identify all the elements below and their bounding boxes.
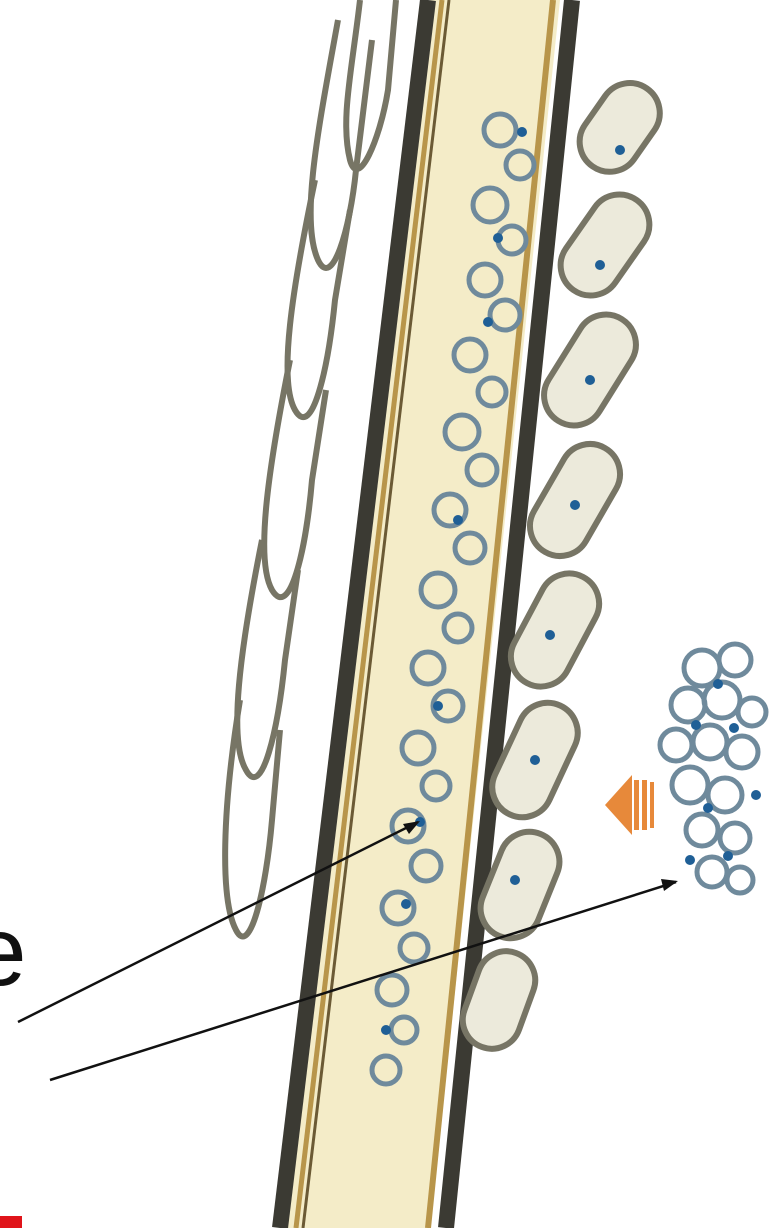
left-arrow-icon <box>605 775 654 835</box>
left-label-glyph: e <box>0 896 27 1006</box>
red-label-fragment <box>0 1216 22 1228</box>
vesicle-cluster <box>660 644 766 893</box>
